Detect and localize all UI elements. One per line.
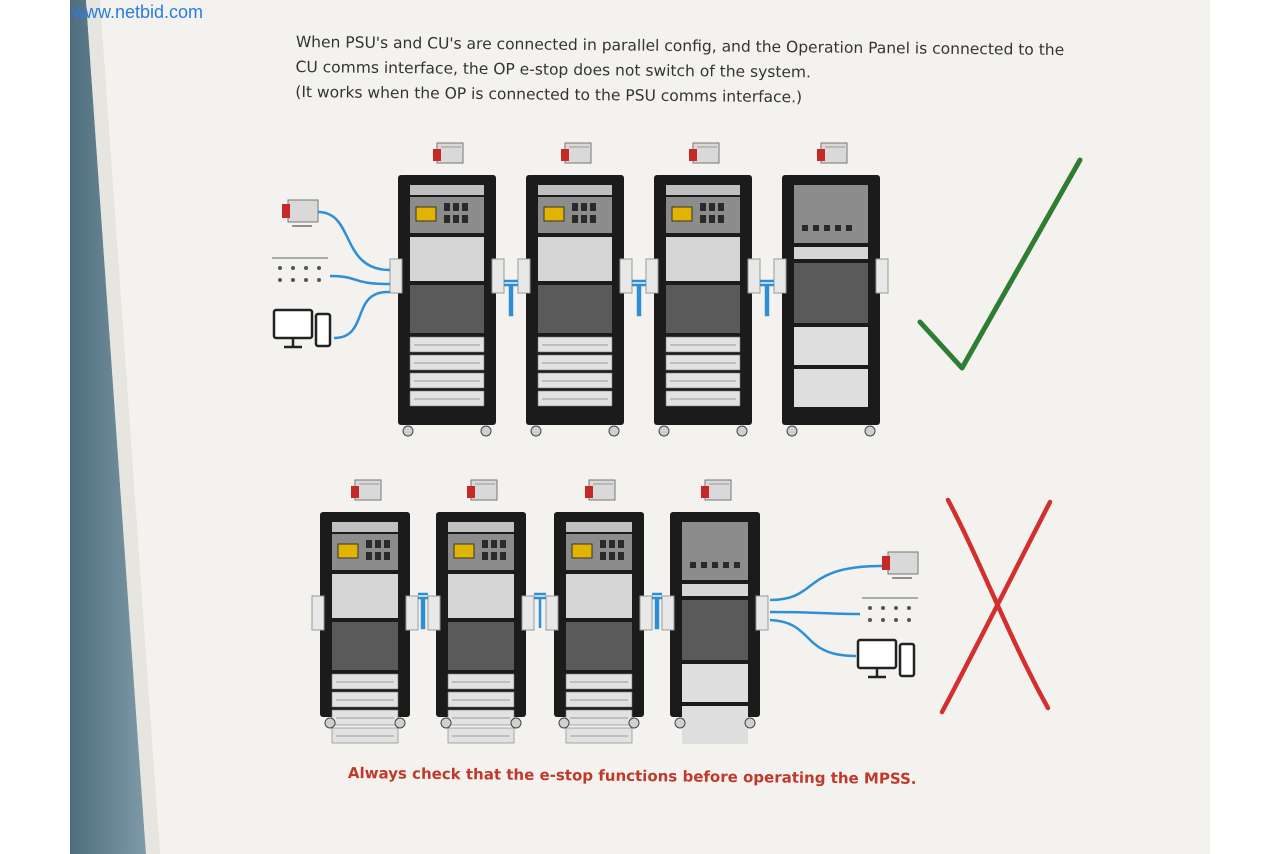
- io-terminals-icon: [272, 257, 328, 282]
- link-cable: [760, 283, 774, 317]
- computer-icon: [272, 308, 332, 349]
- psu-cabinet-icon: [311, 479, 419, 744]
- io-cable: [329, 274, 391, 286]
- operation-panel-icon: [282, 199, 319, 227]
- pc-cable: [769, 618, 857, 658]
- link-cable: [418, 596, 428, 630]
- link-cable: [504, 283, 518, 317]
- cu-cabinet-icon: [773, 142, 889, 437]
- io-terminals-icon: [862, 597, 918, 622]
- link-cable: [534, 596, 546, 628]
- pc-cable: [333, 290, 391, 340]
- operation-panel-icon: [882, 551, 919, 579]
- link-cable: [632, 283, 646, 317]
- psu-cabinet-icon: [517, 142, 633, 437]
- watermark-url: www.netbid.com: [72, 2, 204, 22]
- cu-cabinet-icon: [661, 479, 769, 744]
- io-cable: [769, 610, 861, 616]
- link-cable: [652, 596, 662, 630]
- op-cable: [317, 210, 391, 272]
- cross-icon: [939, 497, 1053, 715]
- psu-cabinet-icon: [389, 142, 505, 437]
- computer-icon: [856, 638, 916, 679]
- psu-cabinet-icon: [645, 142, 761, 437]
- checkmark-icon: [917, 157, 1083, 371]
- op-cable: [769, 564, 883, 602]
- psu-cabinet-icon: [427, 479, 535, 744]
- psu-cabinet-icon: [545, 479, 653, 744]
